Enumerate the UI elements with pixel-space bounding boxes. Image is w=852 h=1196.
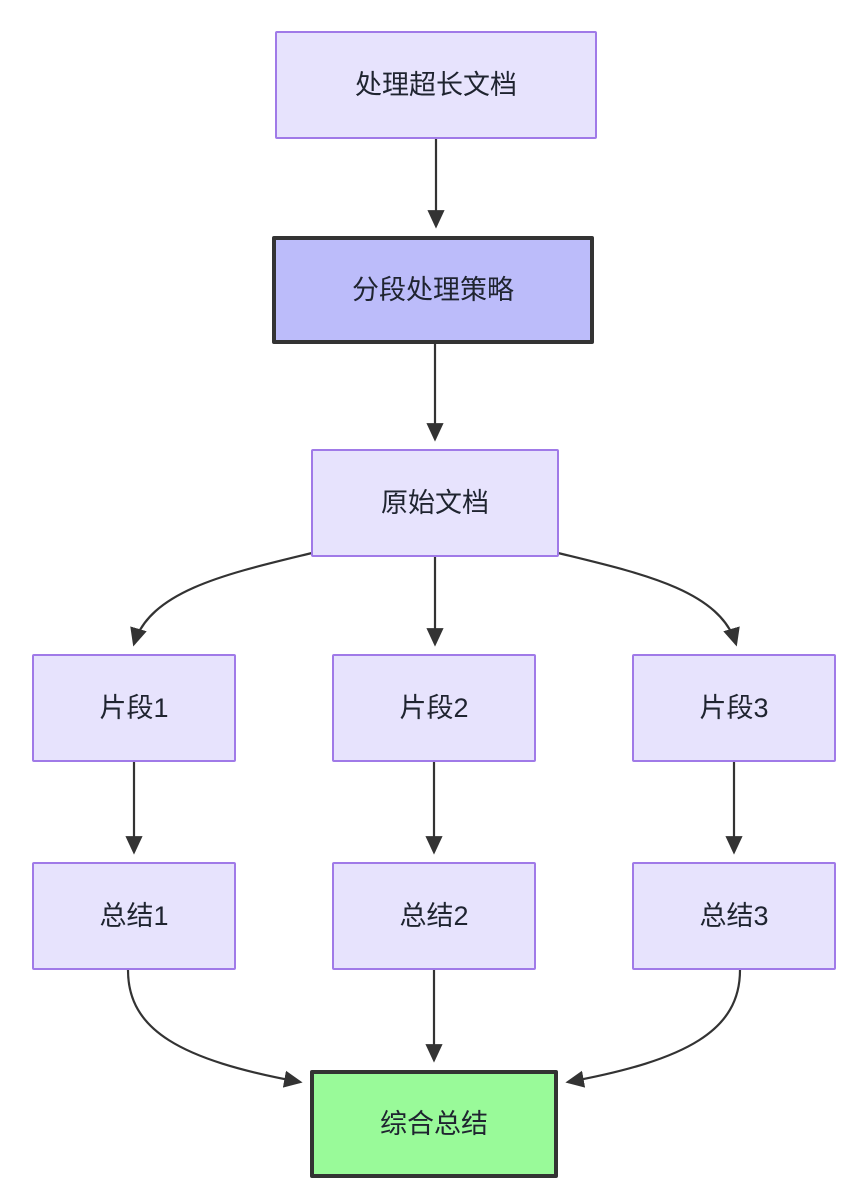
node-label: 总结3 — [699, 900, 769, 931]
edge-n9-n10 — [565, 969, 742, 1088]
node-fragment-3[interactable]: 片段3 — [632, 654, 836, 762]
edge-n7-n10 — [126, 969, 303, 1088]
node-label: 原始文档 — [381, 487, 489, 518]
node-label: 综合总结 — [380, 1108, 488, 1139]
node-label: 片段3 — [699, 692, 769, 723]
node-summary-2[interactable]: 总结2 — [332, 862, 536, 970]
node-chunking-strategy[interactable]: 分段处理策略 — [272, 236, 594, 344]
node-fragment-2[interactable]: 片段2 — [332, 654, 536, 762]
edge-n3-n6 — [557, 551, 740, 647]
node-original-document[interactable]: 原始文档 — [311, 449, 559, 557]
edge-n3-n4 — [130, 551, 313, 647]
node-label: 片段2 — [399, 692, 469, 723]
node-comprehensive-summary[interactable]: 综合总结 — [310, 1070, 558, 1178]
node-summary-1[interactable]: 总结1 — [32, 862, 236, 970]
node-fragment-1[interactable]: 片段1 — [32, 654, 236, 762]
node-process-long-document[interactable]: 处理超长文档 — [275, 31, 597, 139]
node-label: 片段1 — [99, 692, 169, 723]
node-label: 分段处理策略 — [352, 274, 514, 305]
node-label: 处理超长文档 — [355, 69, 517, 100]
node-summary-3[interactable]: 总结3 — [632, 862, 836, 970]
node-label: 总结2 — [399, 900, 469, 931]
node-label: 总结1 — [99, 900, 169, 931]
